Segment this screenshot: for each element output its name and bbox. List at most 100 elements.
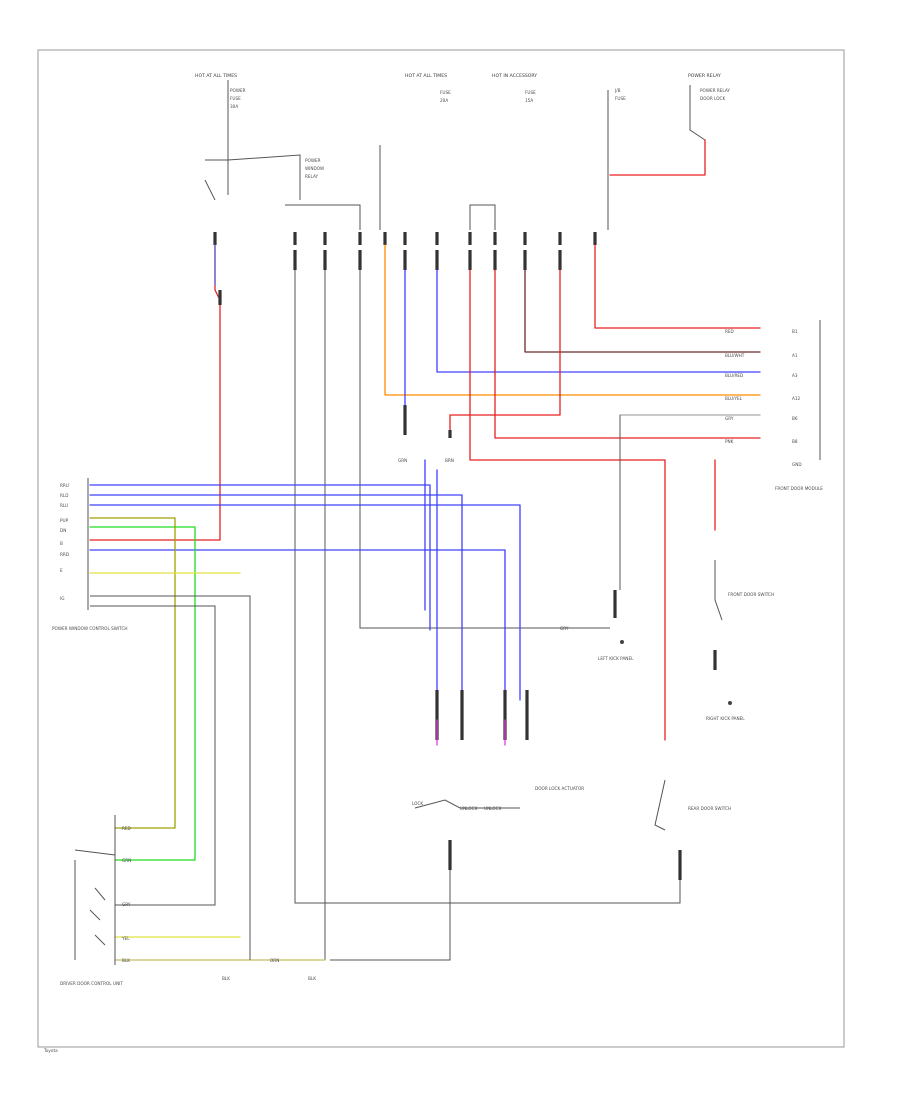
rm-wire-gry: GRY [725, 416, 734, 421]
ls-pin-3: RLU [60, 503, 68, 508]
wire-orange-right [384, 244, 761, 396]
front-switch-title: FRONT DOOR SWITCH [728, 592, 774, 597]
top-label-group-3: J/B FUSE POWER RELAY POWER RELAY DOOR LO… [607, 73, 730, 230]
top-label-hot-2: HOT AT ALL TIMES [405, 73, 447, 79]
ldc-label-yel: YEL [121, 936, 130, 941]
ls-pin-8: E [60, 568, 63, 573]
wire-blue-h2 [89, 494, 463, 701]
rm-pin-1: B1 [792, 329, 798, 334]
left-door-control: DRIVER DOOR CONTROL UNIT RED GRN GRY YEL… [60, 815, 131, 986]
left-ground-symbol [620, 640, 624, 644]
wire-blue-right [436, 269, 761, 373]
right-module-title: FRONT DOOR MODULE [775, 486, 823, 491]
relay-line-c [285, 204, 361, 230]
left-control-switch: RRU RLD RLU PUP DN B RRD E IG POWER WIND… [52, 478, 128, 631]
rm-pin-4: A12 [792, 396, 801, 401]
top-connector-row [213, 232, 597, 245]
lock-unit-line [414, 799, 520, 809]
ldc-label-red: RED [122, 826, 131, 831]
relay-label-b: WINDOW [305, 166, 324, 171]
rm-wire-pnk: PNK [725, 439, 734, 444]
wire-red-mid [449, 269, 561, 431]
wire-brown-right [524, 269, 761, 353]
ldc-label-grn: GRN [122, 858, 131, 863]
left-switch-title: POWER WINDOW CONTROL SWITCH [52, 626, 128, 631]
relay-label: POWER [305, 158, 321, 163]
top-label-power-relay: POWER RELAY [688, 73, 721, 79]
wire-blue-h1 [89, 484, 431, 631]
bottom-label-3: ORN [270, 958, 279, 963]
ldc-switch-3 [94, 934, 106, 946]
lock-pin-unlock: UNLOCK [460, 806, 478, 811]
ldc-label-blk: BLK [122, 958, 130, 963]
ls-pin-4: PUP [60, 518, 69, 523]
rm-pin-3: A3 [792, 373, 798, 378]
rm-pin-2: A1 [792, 353, 798, 358]
fuse-3-label-b: 15A [525, 98, 533, 103]
rear-switch-line [654, 779, 666, 831]
ldc-line-1 [74, 849, 116, 856]
relay-line-b [227, 154, 301, 200]
top-right-label-a: J/B [614, 88, 621, 93]
right-ground: FRONT DOOR SWITCH RIGHT KICK PANEL [706, 560, 774, 721]
left-ground-title: LEFT KICK PANEL [598, 656, 634, 661]
diagram-frame [37, 49, 845, 1048]
top-right-label-d: DOOR LOCK [700, 96, 725, 101]
ldc-switch-1 [94, 887, 106, 901]
top-label-fuse-1: POWER [230, 88, 246, 93]
second-connector-row [293, 250, 562, 270]
top-label-hot-acc: HOT IN ACCESSORY [492, 73, 537, 79]
fuse-2-label-b: 20A [440, 98, 448, 103]
ldc-switch-2 [89, 909, 101, 921]
top-label-fuse-1c: 30A [230, 104, 238, 109]
ls-pin-1: RRU [60, 483, 69, 488]
wire-blue-h3 [89, 504, 521, 701]
rm-wire-bluwht: BLU/WHT [725, 353, 745, 358]
bottom-label-2: BLK [308, 976, 316, 981]
ldc-label-gry: GRY [122, 902, 131, 907]
right-ground-title: RIGHT KICK PANEL [706, 716, 745, 721]
lock-unit-title: DOOR LOCK ACTUATOR [535, 786, 584, 791]
right-ground-symbol [728, 701, 732, 705]
wire-blue-h4 [89, 549, 506, 701]
bottom-label-1: BLK [222, 976, 230, 981]
wire-red-down [469, 269, 666, 741]
rm-wire-red: RED [725, 329, 734, 334]
ls-pin-2: RLD [60, 493, 68, 498]
rm-wire-blured: BLU/RED [725, 373, 743, 378]
ls-pin-6: B [60, 541, 63, 546]
top-right-label-b: FUSE [615, 96, 626, 101]
fuse-3-label: FUSE [525, 90, 536, 95]
mid-label-grn: GRN [398, 458, 407, 463]
lower-connector-row [435, 690, 529, 746]
lock-ground-line [330, 870, 451, 961]
ls-pin-9: IG [60, 596, 64, 601]
door-lock-unit: LOCK UNLOCK UNLOCK DOOR LOCK ACTUATOR [330, 786, 584, 961]
left-ground: LEFT KICK PANEL GRY [560, 590, 634, 661]
wire-red-relay [609, 139, 706, 176]
top-label-group-2: HOT AT ALL TIMES HOT IN ACCESSORY FUSE 2… [405, 73, 537, 103]
lock-pin-unlock-2: UNLOCK [484, 806, 502, 811]
rear-door-switch: REAR DOOR SWITCH [654, 779, 731, 880]
ls-pin-5: DN [60, 528, 66, 533]
ls-pin-7: RRD [60, 552, 69, 557]
fuse-2-label: FUSE [440, 90, 451, 95]
rm-pin-5: B6 [792, 416, 798, 421]
lock-pin-lock: LOCK [412, 801, 423, 806]
wire-red-left [89, 244, 221, 541]
feed-loop [469, 204, 496, 230]
left-ground-wire-label: GRY [560, 626, 569, 631]
top-label-group-1: HOT AT ALL TIMES POWER FUSE 30A [195, 73, 246, 160]
wire-gray-left-2 [90, 605, 216, 906]
wire-red-right [594, 244, 761, 329]
relay-switch [204, 179, 216, 201]
rm-pin-7: GND [792, 462, 802, 467]
relay-line-a [205, 159, 229, 195]
footer-label: Toyota [43, 1048, 58, 1053]
rm-wire-bluyel: BLU/YEL [725, 396, 743, 401]
rm-pin-6: B8 [792, 439, 798, 444]
relay-label-c: RELAY [305, 174, 319, 179]
wire-gray-3 [359, 270, 610, 629]
